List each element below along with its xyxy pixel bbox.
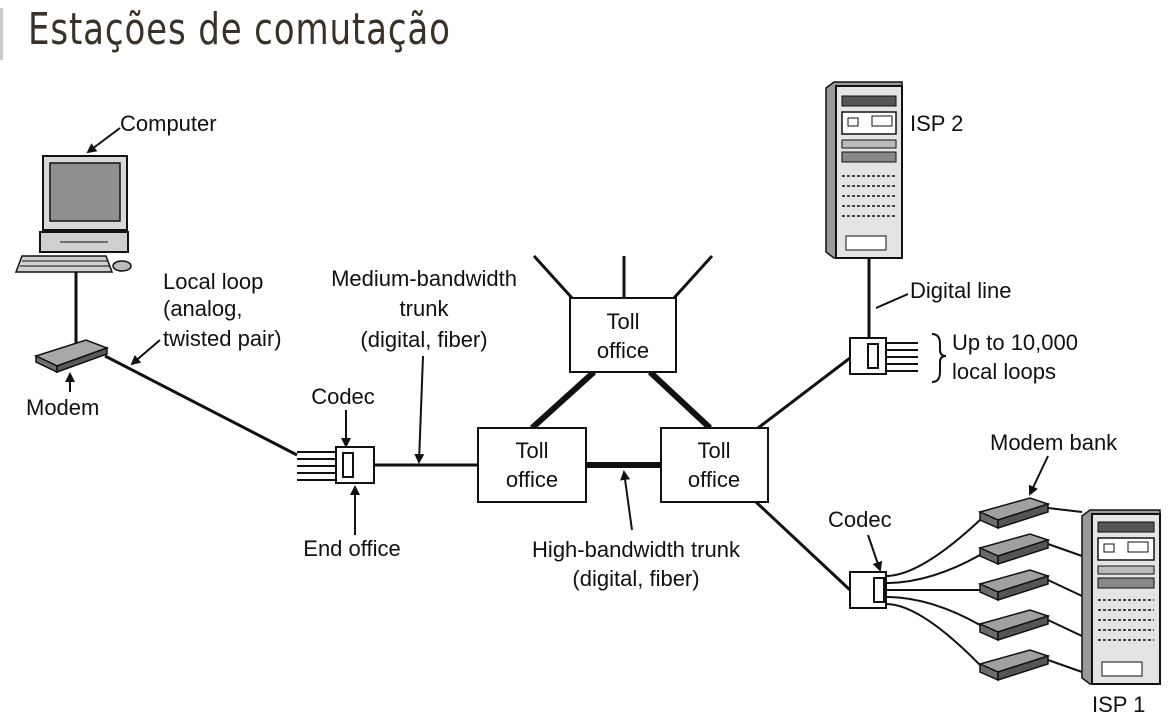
label-modem: Modem xyxy=(26,395,99,420)
toll-office-left xyxy=(477,427,587,503)
end-office-switch-icon xyxy=(297,446,375,484)
label-digital-line: Digital line xyxy=(910,278,1012,303)
local-switch-icon xyxy=(849,337,918,375)
label-high-trunk-2: (digital, fiber) xyxy=(572,566,699,591)
label-local-loop: Local loop xyxy=(163,269,263,294)
label-isp2: ISP 2 xyxy=(910,111,963,136)
toll-link-top-left xyxy=(529,369,597,431)
modem-bank-icon xyxy=(977,497,1051,682)
label-high-trunk: High-bandwidth trunk xyxy=(532,537,741,562)
label-medium-trunk-3: (digital, fiber) xyxy=(360,327,487,352)
label-local-loop-3: twisted pair) xyxy=(163,326,282,351)
label-codec-left: Codec xyxy=(311,384,375,409)
label-toll-left-2: office xyxy=(506,467,558,492)
label-isp1: ISP 1 xyxy=(1092,692,1145,717)
label-local-loops-2: local loops xyxy=(952,359,1056,384)
label-codec-right: Codec xyxy=(828,507,892,532)
label-local-loops: Up to 10,000 xyxy=(952,330,1078,355)
slide-title: Estações de comutação xyxy=(28,4,451,55)
toll-link-top-right xyxy=(647,369,713,431)
toll-office-top xyxy=(569,297,677,373)
label-toll-right-2: office xyxy=(688,467,740,492)
label-local-loop-2: (analog, xyxy=(163,296,243,321)
label-computer: Computer xyxy=(120,111,217,136)
local-loop-line xyxy=(104,354,298,457)
label-toll-top-2: office xyxy=(597,338,649,363)
isp2-server-icon xyxy=(825,81,903,259)
label-toll-top: Toll xyxy=(606,309,639,334)
label-medium-trunk: Medium-bandwidth xyxy=(331,266,517,291)
label-toll-left: Toll xyxy=(515,438,548,463)
title-accent-bar xyxy=(0,8,13,60)
toll-office-right xyxy=(660,427,769,503)
label-toll-right: Toll xyxy=(697,438,730,463)
link-to-local-switch xyxy=(757,356,851,430)
label-medium-trunk-2: trunk xyxy=(400,296,450,321)
computer-icon xyxy=(14,155,132,273)
label-end-office: End office xyxy=(303,536,400,561)
modem-icon xyxy=(33,339,110,374)
label-modem-bank: Modem bank xyxy=(990,430,1118,455)
modem-isp1-links xyxy=(1047,507,1083,673)
isp1-server-icon xyxy=(1081,509,1161,685)
brace-icon xyxy=(931,333,947,383)
link-to-isp1-codec xyxy=(754,500,852,592)
isp1-codec-icon xyxy=(849,571,887,609)
modem-bank-links xyxy=(885,519,981,666)
